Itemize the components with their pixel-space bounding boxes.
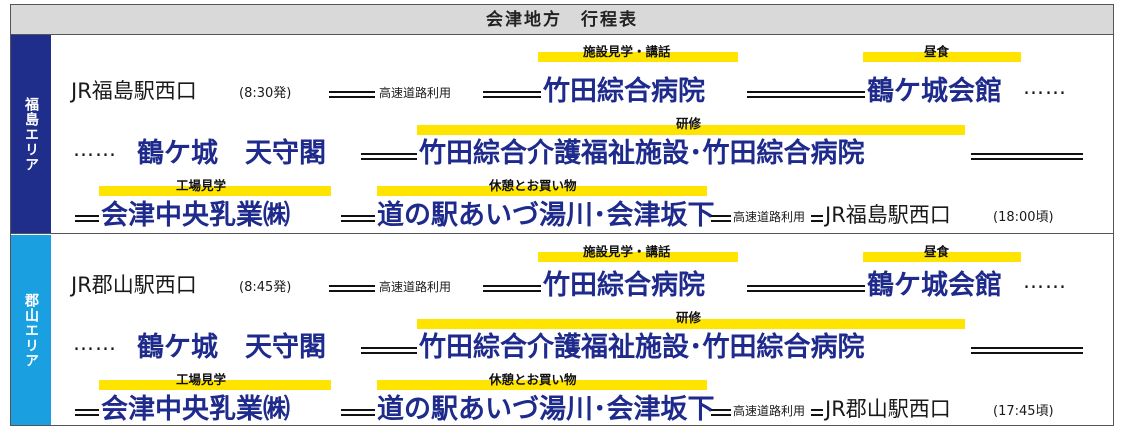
tag-rest: 休憩とお買い物 xyxy=(489,372,577,387)
itinerary-frame: 会津地方 行程表 福島エリア 郡山エリア 施設見学・講話 昼食 JR福島駅西口 … xyxy=(10,4,1114,426)
route-line xyxy=(361,153,417,160)
tag-lunch: 昼食 xyxy=(924,44,950,59)
highway-note: 高速道路利用 xyxy=(733,404,806,418)
depart-time: (8:45発) xyxy=(239,280,292,295)
stop-hospital: 竹田綜合病院 xyxy=(543,76,705,107)
tag-lunch: 昼食 xyxy=(924,244,950,259)
route-line xyxy=(361,347,417,354)
stop-factory: 会津中央乳業㈱ xyxy=(101,200,290,231)
tag-factory: 工場見学 xyxy=(176,178,227,193)
area-divider xyxy=(11,233,1113,234)
stop-roadside-station: 道の駅あいづ湯川･会津坂下 xyxy=(377,394,715,425)
tag-bar xyxy=(99,380,331,390)
stop-factory: 会津中央乳業㈱ xyxy=(101,394,290,425)
area-tab-fukushima: 福島エリア xyxy=(11,35,51,233)
tag-bar xyxy=(863,52,1021,62)
route-line xyxy=(711,215,731,222)
route-line xyxy=(483,285,541,292)
area-tab-koriyama: 郡山エリア xyxy=(11,235,51,425)
tag-bar xyxy=(377,186,707,196)
depart-time: (8:30発) xyxy=(239,86,292,101)
page-title: 会津地方 行程表 xyxy=(11,5,1113,35)
route-line xyxy=(341,215,375,222)
route-line xyxy=(75,215,99,222)
tag-bar xyxy=(538,252,738,262)
end-station: JR福島駅西口 xyxy=(825,203,951,227)
route-line xyxy=(329,285,375,292)
tag-lecture: 施設見学・講話 xyxy=(583,244,671,259)
tag-factory: 工場見学 xyxy=(176,372,227,387)
highway-note: 高速道路利用 xyxy=(733,210,806,224)
route-line xyxy=(483,91,541,98)
start-station: JR郡山駅西口 xyxy=(71,273,197,297)
continuation-dots: …… xyxy=(1023,75,1067,99)
tag-bar xyxy=(99,186,331,196)
route-line xyxy=(711,409,731,416)
stop-lunch-hall: 鶴ケ城会館 xyxy=(867,270,1002,301)
stop-care-facility: 竹田綜合介護福祉施設･竹田綜合病院 xyxy=(419,332,865,363)
stop-castle: 鶴ケ城 天守閣 xyxy=(137,332,326,363)
route-line xyxy=(75,409,99,416)
continuation-dots: …… xyxy=(1023,269,1067,293)
stop-roadside-station: 道の駅あいづ湯川･会津坂下 xyxy=(377,200,715,231)
route-line xyxy=(747,91,865,98)
route-line xyxy=(329,91,375,98)
stop-care-facility: 竹田綜合介護福祉施設･竹田綜合病院 xyxy=(419,138,865,169)
route-line xyxy=(747,285,865,292)
end-station: JR郡山駅西口 xyxy=(825,397,951,421)
arrive-time: (18:00頃) xyxy=(993,210,1054,225)
stop-lunch-hall: 鶴ケ城会館 xyxy=(867,76,1002,107)
tag-lecture: 施設見学・講話 xyxy=(583,44,671,59)
highway-note: 高速道路利用 xyxy=(379,280,452,294)
continuation-dots: …… xyxy=(73,137,117,161)
tag-training: 研修 xyxy=(676,310,702,325)
tag-training: 研修 xyxy=(676,116,702,131)
route-line xyxy=(811,215,823,222)
tag-bar xyxy=(863,252,1021,262)
stop-hospital: 竹田綜合病院 xyxy=(543,270,705,301)
arrive-time: (17:45頃) xyxy=(993,404,1054,419)
tag-bar xyxy=(417,319,965,329)
stop-castle: 鶴ケ城 天守閣 xyxy=(137,138,326,169)
tag-bar xyxy=(417,125,965,135)
tag-bar xyxy=(377,380,707,390)
route-line xyxy=(811,409,823,416)
route-line xyxy=(971,347,1083,354)
route-line xyxy=(971,153,1083,160)
tag-rest: 休憩とお買い物 xyxy=(489,178,577,193)
tag-bar xyxy=(538,52,738,62)
start-station: JR福島駅西口 xyxy=(71,79,197,103)
continuation-dots: …… xyxy=(73,331,117,355)
highway-note: 高速道路利用 xyxy=(379,86,452,100)
route-line xyxy=(341,409,375,416)
